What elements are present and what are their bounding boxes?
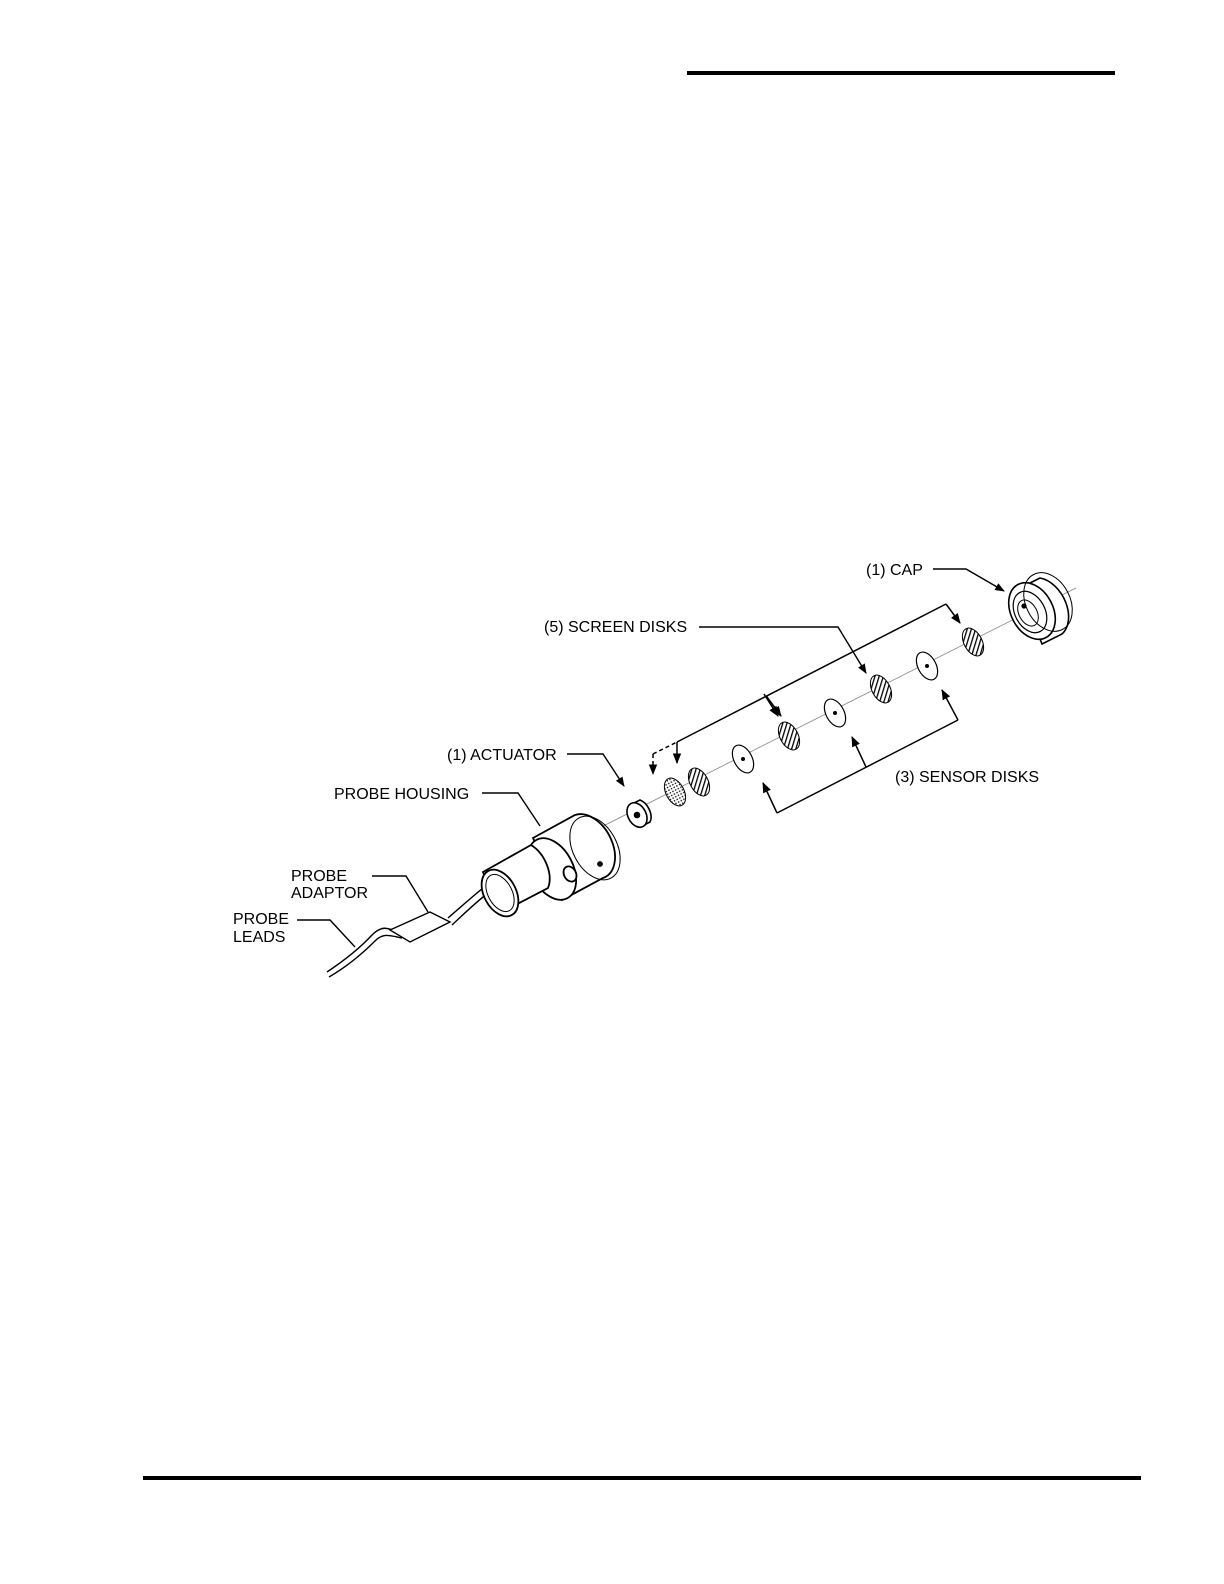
cap-label: (1) CAP [866,562,923,579]
screen-disk-2 [684,765,714,800]
sensor-disks-bracket [763,690,958,813]
actuator-part [623,799,651,830]
screen-disk-5 [958,625,988,660]
probe-adaptor [390,884,492,942]
cap-leader [933,569,1004,591]
probe-adaptor-label-line2: ADAPTOR [291,885,368,902]
probe-leads [327,928,402,977]
probe-leads-leader [297,920,355,947]
probe-housing-leader [482,793,540,826]
probe-leads-label-line1: PROBE [233,911,289,928]
cap-part [999,564,1082,647]
sensor-disk-3 [912,649,942,684]
actuator-leader [567,754,624,786]
actuator-label: (1) ACTUATOR [447,747,557,764]
screen-disks-leader [699,627,866,673]
screen-disks-label: (5) SCREEN DISKS [544,619,687,636]
screen-disk-3 [774,719,804,754]
probe-adaptor-leader [372,876,428,912]
screen-disk-1-fine [660,775,690,810]
sensor-disk-1 [728,742,758,777]
sensor-disks-label: (3) SENSOR DISKS [895,769,1039,786]
probe-leads-label-line2: LEADS [233,929,285,946]
probe-housing [474,808,630,923]
screen-disk-4 [866,672,896,707]
sensor-disk-2 [820,696,850,731]
probe-adaptor-label-line1: PROBE [291,868,347,885]
probe-housing-label: PROBE HOUSING [334,786,469,803]
screen-disks-bracket [653,604,960,774]
